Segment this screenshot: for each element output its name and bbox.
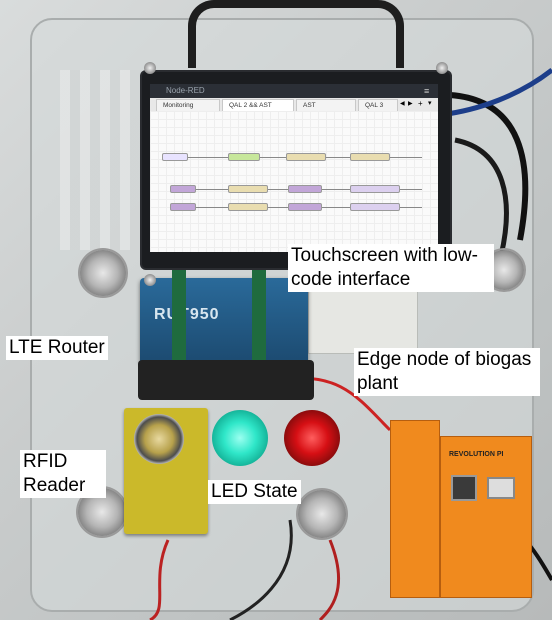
standoff-screw — [80, 250, 126, 296]
standoff-screw — [298, 490, 346, 538]
touchscreen-display[interactable]: Node-RED ≡ Monitoring QAL 2 && AST AST Q… — [150, 84, 438, 252]
flow-node[interactable] — [350, 203, 400, 211]
router-model-label: RUT950 — [154, 306, 220, 323]
touchscreen-label: Touchscreen with low-code interface — [288, 244, 494, 292]
screw — [144, 62, 156, 74]
tab-ast[interactable]: AST — [296, 99, 356, 111]
flow-node[interactable] — [162, 153, 188, 161]
led-state-label: LED State — [208, 480, 301, 504]
flow-node[interactable] — [228, 203, 268, 211]
flow-node[interactable] — [286, 153, 326, 161]
module-brand-label: REVOLUTION PI — [449, 451, 504, 458]
add-tab-icon[interactable]: + — [418, 99, 423, 108]
rfid-reader-label: RFID Reader — [20, 450, 106, 498]
lte-router: RUT950 — [140, 278, 308, 364]
din-rail-left — [60, 70, 140, 250]
lte-router-label: LTE Router — [6, 336, 108, 360]
flow-node[interactable] — [228, 153, 260, 161]
app-title: Node-RED — [166, 86, 205, 95]
flow-node[interactable] — [170, 185, 196, 193]
screw — [436, 62, 448, 74]
flow-node[interactable] — [288, 203, 322, 211]
tab-prev-icon[interactable]: ◀ — [400, 101, 405, 107]
rfid-reader-antenna — [134, 414, 184, 464]
flow-node[interactable] — [350, 153, 390, 161]
tab-qal2-ast[interactable]: QAL 2 && AST — [222, 99, 294, 111]
screw — [144, 274, 156, 286]
handle — [188, 0, 404, 68]
tab-qal3[interactable]: QAL 3 — [358, 99, 398, 111]
edge-node-io-module — [390, 420, 440, 598]
flow-node[interactable] — [170, 203, 196, 211]
tab-menu-icon[interactable]: ▾ — [428, 100, 432, 107]
usb-port — [487, 477, 515, 499]
menu-icon[interactable]: ≡ — [424, 86, 430, 96]
flow-node[interactable] — [288, 185, 322, 193]
flow-canvas[interactable] — [150, 111, 438, 252]
tab-monitoring[interactable]: Monitoring — [156, 99, 220, 111]
app-header: Node-RED ≡ — [150, 84, 438, 98]
flow-node[interactable] — [350, 185, 400, 193]
flow-node[interactable] — [228, 185, 268, 193]
tab-next-icon[interactable]: ▶ — [408, 101, 413, 107]
ethernet-port — [451, 475, 477, 501]
led-green — [212, 410, 268, 466]
edge-node-cpu-module: REVOLUTION PI — [440, 436, 532, 598]
router-base — [138, 360, 314, 400]
edge-node-label: Edge node of biogas plant — [354, 348, 540, 396]
tab-bar: Monitoring QAL 2 && AST AST QAL 3 ◀ ▶ + … — [150, 98, 438, 112]
led-red — [284, 410, 340, 466]
